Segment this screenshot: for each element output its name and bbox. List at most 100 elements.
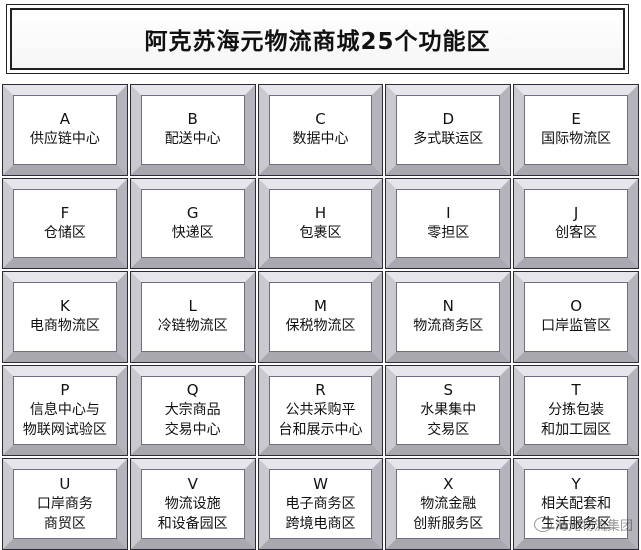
zone-letter: O xyxy=(570,297,582,316)
zone-name-line: 交易中心 xyxy=(164,422,221,439)
zone-name-line: 包裹区 xyxy=(299,224,342,241)
zone-name-line: 交易区 xyxy=(427,422,470,439)
zone-name-line: 物流商务区 xyxy=(413,318,484,335)
zone-tile-c: C 数据中心 xyxy=(257,84,384,176)
zone-tile-face: V 物流设施和设备园区 xyxy=(140,469,245,539)
zone-tile-face: Q 大宗商品交易中心 xyxy=(140,375,245,446)
zone-tile-face: P 信息中心与物联网试验区 xyxy=(13,375,117,446)
zone-name-line: 快递区 xyxy=(171,224,214,241)
page-title: 阿克苏海元物流商城25个功能区 xyxy=(144,29,491,55)
zone-name-line: 公共采购平 xyxy=(285,402,356,419)
zone-name-line: 台和展示中心 xyxy=(278,422,363,439)
zone-name-line: 数据中心 xyxy=(292,131,349,148)
zone-letter: U xyxy=(59,474,71,493)
zone-name-line: 多式联运区 xyxy=(413,131,484,148)
zone-name-line: 物联网试验区 xyxy=(22,422,107,439)
zone-tile-s: S 水果集中交易区 xyxy=(385,364,512,457)
zone-name-line: 物流金融 xyxy=(420,495,477,512)
zone-name-line: 零担区 xyxy=(427,224,470,241)
zone-tile-x: X 物流金融创新服务区 xyxy=(385,458,512,550)
zone-name-line: 生活服务区 xyxy=(541,515,612,532)
wechat-icon xyxy=(533,517,552,532)
zone-name-line: 冷链物流区 xyxy=(157,318,228,335)
zone-letter: S xyxy=(443,381,454,400)
zone-letter: F xyxy=(60,203,70,222)
zone-tile-face: X 物流金融创新服务区 xyxy=(396,469,501,539)
zone-letter: B xyxy=(187,110,198,129)
zone-name-line: 物流设施 xyxy=(164,495,221,512)
zone-tile-face: H 包裹区 xyxy=(268,188,373,259)
zone-tile-b: B 配送中心 xyxy=(129,84,256,176)
zone-tile-u: U 口岸商务商贸区 xyxy=(2,458,128,550)
zone-tile-face: S 水果集中交易区 xyxy=(396,375,501,446)
zone-letter: A xyxy=(59,110,71,129)
zone-tile-g: G 快递区 xyxy=(129,177,256,270)
zone-tile-face: E 国际物流区 xyxy=(524,95,628,165)
zone-letter: K xyxy=(59,297,70,316)
zone-name-line: 配送中心 xyxy=(164,131,221,148)
zone-tile-face: A 供应链中心 xyxy=(13,95,117,165)
zone-tile-l: L 冷链物流区 xyxy=(129,271,256,363)
watermark: 海元物流集团 xyxy=(533,515,633,534)
zone-tile-face: O 口岸监管区 xyxy=(524,282,628,352)
zone-letter: E xyxy=(571,110,581,129)
zone-letter: W xyxy=(313,474,328,493)
zone-name-line: 信息中心与 xyxy=(29,402,100,419)
zone-name-line: 电商物流区 xyxy=(29,318,100,335)
zone-name-line: 电子商务区 xyxy=(285,495,356,512)
zone-letter: I xyxy=(446,203,451,222)
zone-letter: Y xyxy=(571,474,581,493)
zone-letter: C xyxy=(315,110,326,129)
zone-name-line: 口岸监管区 xyxy=(541,318,612,335)
zone-letter: J xyxy=(573,203,579,222)
zone-tile-q: Q 大宗商品交易中心 xyxy=(129,364,256,457)
zone-name-line: 保税物流区 xyxy=(285,318,356,335)
zone-tile-a: A 供应链中心 xyxy=(2,84,128,176)
zone-tile-v: V 物流设施和设备园区 xyxy=(129,458,256,550)
zone-letter: V xyxy=(187,474,198,493)
zone-name-line: 供应链中心 xyxy=(29,131,100,148)
zone-name-line: 跨境电商区 xyxy=(285,515,356,532)
zone-tile-face: B 配送中心 xyxy=(140,95,245,165)
zone-name-line: 创新服务区 xyxy=(413,515,484,532)
zone-name-line: 国际物流区 xyxy=(541,131,612,148)
zone-name-line: 大宗商品 xyxy=(164,402,221,419)
zone-tile-face: C 数据中心 xyxy=(268,95,373,165)
zone-letter: Q xyxy=(186,381,199,400)
zone-tile-face: I 零担区 xyxy=(396,188,501,259)
zone-name-line: 水果集中 xyxy=(420,402,477,419)
zone-tile-e: E 国际物流区 xyxy=(513,84,639,176)
zone-name-line: 和设备园区 xyxy=(157,515,228,532)
zone-tile-r: R 公共采购平台和展示中心 xyxy=(257,364,384,457)
zone-name-line: 和加工园区 xyxy=(541,422,612,439)
zone-name-line: 商贸区 xyxy=(43,515,86,532)
zone-tile-p: P 信息中心与物联网试验区 xyxy=(2,364,128,457)
zone-tile-o: O 口岸监管区 xyxy=(513,271,639,363)
zone-letter: H xyxy=(314,203,327,222)
zone-letter: X xyxy=(443,474,454,493)
zone-tile-face: U 口岸商务商贸区 xyxy=(13,469,117,539)
zone-tile-face: K 电商物流区 xyxy=(13,282,117,352)
zone-letter: P xyxy=(60,381,70,400)
zone-letter: D xyxy=(442,110,455,129)
zone-tile-face: W 电子商务区跨境电商区 xyxy=(268,469,373,539)
zone-tile-face: R 公共采购平台和展示中心 xyxy=(268,375,373,446)
zone-name-line: 分拣包装 xyxy=(548,402,605,419)
zone-letter: L xyxy=(188,297,197,316)
zone-letter: R xyxy=(315,381,326,400)
zone-tile-face: D 多式联运区 xyxy=(396,95,501,165)
watermark-text: 海元物流集团 xyxy=(554,519,633,534)
zone-letter: G xyxy=(186,203,199,222)
zone-tile-h: H 包裹区 xyxy=(257,177,384,270)
zone-name-line: 口岸商务 xyxy=(36,495,93,512)
